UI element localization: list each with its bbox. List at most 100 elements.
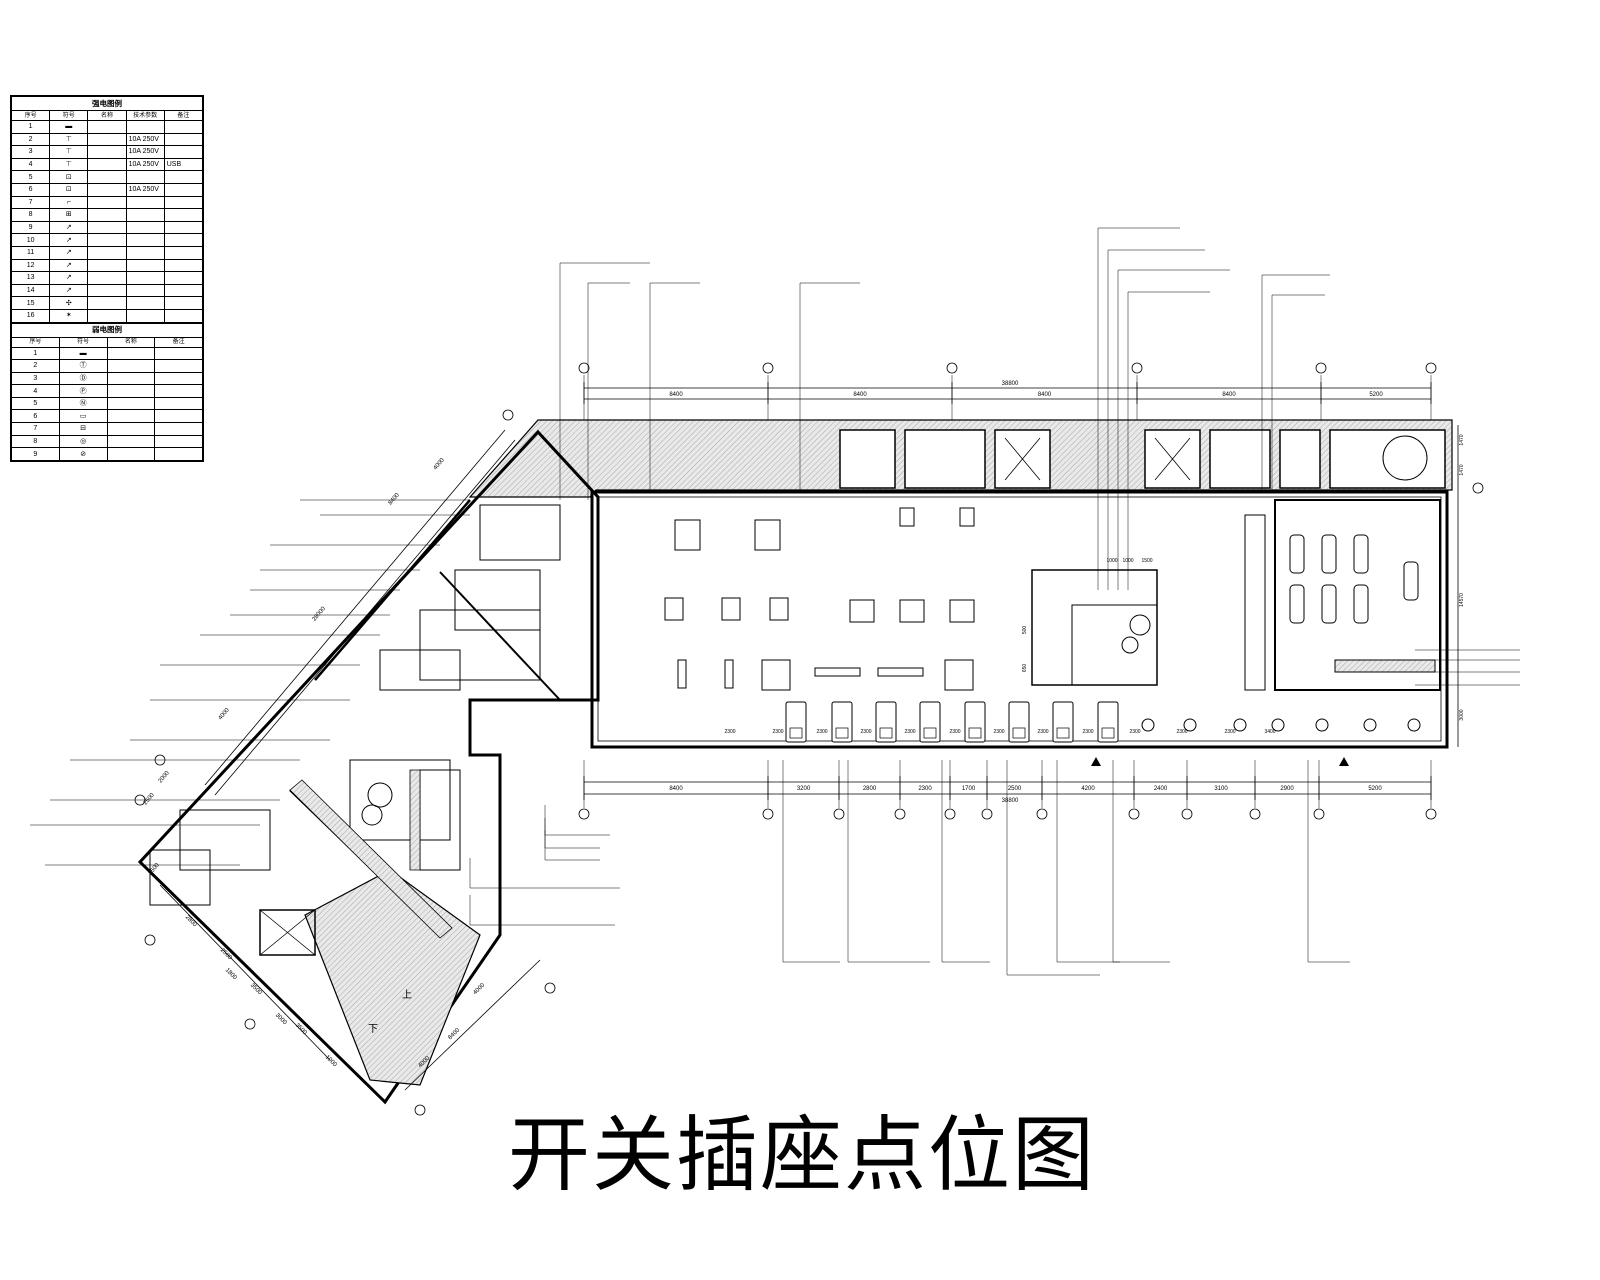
- stair-down-label: 下: [368, 1024, 378, 1035]
- grid-bubble: [1425, 362, 1437, 374]
- dimension-total: 38800: [1002, 381, 1019, 387]
- grid-bubble: [1313, 808, 1325, 820]
- treadmill: [785, 701, 807, 743]
- dimension-line: [204, 429, 506, 786]
- stair-up-label: 上: [402, 989, 412, 1001]
- dimension-label: 8400: [1038, 392, 1052, 398]
- dimension-label: 2500: [1008, 786, 1022, 792]
- leader-line: [544, 830, 600, 861]
- spacing-label: 3400: [1264, 729, 1275, 735]
- spacing-label: 2300: [949, 729, 960, 735]
- stair-labels: 上下: [368, 989, 412, 1035]
- dimension-label: 4000: [218, 707, 232, 722]
- dimension-label: 5200: [1369, 392, 1383, 398]
- strong-legend-row: 6⊡10A 250V: [10, 182, 204, 197]
- spacing-label: 2300: [816, 729, 827, 735]
- spacing-label: 2300: [772, 729, 783, 735]
- spacing-label: 2300: [1037, 729, 1048, 735]
- dimension-label: 2500: [143, 792, 157, 807]
- dimension-label: 2000: [158, 770, 172, 785]
- leader-line: [1097, 227, 1180, 590]
- grid-bubble: [1472, 482, 1484, 494]
- spacing-label: 2300: [1082, 729, 1093, 735]
- treadmill-row: [785, 701, 1421, 743]
- treadmill-console: [1101, 727, 1115, 739]
- row-note: [154, 447, 203, 461]
- spacing-label: 2300: [724, 729, 735, 735]
- treadmill: [964, 701, 986, 743]
- leader-line: [544, 805, 610, 836]
- treadmill: [1052, 701, 1074, 743]
- studio-mats: [1289, 534, 1419, 624]
- dimension-label: 2800: [863, 786, 877, 792]
- bike-machine: [1363, 718, 1377, 732]
- treadmill-console: [968, 727, 982, 739]
- grid-bubble: [414, 1104, 426, 1116]
- leader-line: [941, 760, 990, 963]
- leader-line: [544, 818, 600, 849]
- dimension-label: 1000: [324, 1054, 338, 1068]
- dimension-line: [214, 439, 516, 796]
- leader-line: [587, 282, 630, 500]
- wing-wall-hatch: [409, 769, 421, 871]
- studio-bench: [1334, 659, 1436, 673]
- dimension-label: 3100: [1214, 786, 1228, 792]
- dimension-label: 1470: [1459, 464, 1465, 475]
- dimension-label: 4000: [433, 457, 447, 472]
- grid-bubble: [578, 808, 590, 820]
- grid-bubble: [833, 808, 845, 820]
- leader-line: [469, 858, 620, 889]
- dimension-label: 8400: [669, 392, 683, 398]
- bike-machine: [1183, 718, 1197, 732]
- dimension-label: 650: [1022, 664, 1028, 673]
- equipment-layout: [664, 507, 975, 691]
- dimension-label: 3000: [1459, 709, 1465, 720]
- strong-legend-row: 15✣: [10, 296, 204, 310]
- grid-bubble: [1425, 808, 1437, 820]
- leader-line: [1261, 274, 1330, 492]
- leader-line: [1271, 294, 1325, 492]
- leader-line: [649, 282, 700, 492]
- leader-line: [1117, 269, 1230, 590]
- grid-bubble: [981, 808, 993, 820]
- strong-legend-row: 3⊤10A 250V: [10, 145, 204, 159]
- bike-machine: [1407, 718, 1421, 732]
- row-number: 9: [11, 447, 60, 461]
- grid-bubble: [946, 362, 958, 374]
- leader-line: [469, 895, 615, 926]
- grid-bubble: [1131, 362, 1143, 374]
- grid-bubble: [1249, 808, 1261, 820]
- leader-line: [1056, 760, 1120, 963]
- dimension-label: 4200: [1081, 786, 1095, 792]
- dimension-label: 8400: [388, 492, 402, 507]
- spacing-label: 2300: [1129, 729, 1140, 735]
- treadmill-console: [1056, 727, 1070, 739]
- header-cell: 备注: [154, 336, 203, 348]
- strong-legend-row: 9↗: [10, 220, 204, 235]
- treadmill: [1008, 701, 1030, 743]
- dimension-label: 500: [1022, 626, 1028, 635]
- dimension-label: 28000: [312, 606, 328, 623]
- dimension-label: 8400: [669, 786, 683, 792]
- leader-line: [799, 282, 860, 492]
- studio-room: [1274, 499, 1441, 691]
- dimension-label: 14570: [1459, 593, 1465, 607]
- island-room: [1031, 569, 1158, 686]
- strong-legend-row: 7⌐: [10, 195, 204, 210]
- dimension-label: 1500: [1141, 558, 1152, 564]
- treadmill: [831, 701, 853, 743]
- island-table: [1121, 636, 1139, 654]
- grid-bubble: [244, 1018, 256, 1030]
- dimension-label: 5200: [1368, 786, 1382, 792]
- dimension-line: [404, 959, 541, 1091]
- wing-wall-hatch: [289, 779, 453, 939]
- island-inner: [1071, 604, 1158, 686]
